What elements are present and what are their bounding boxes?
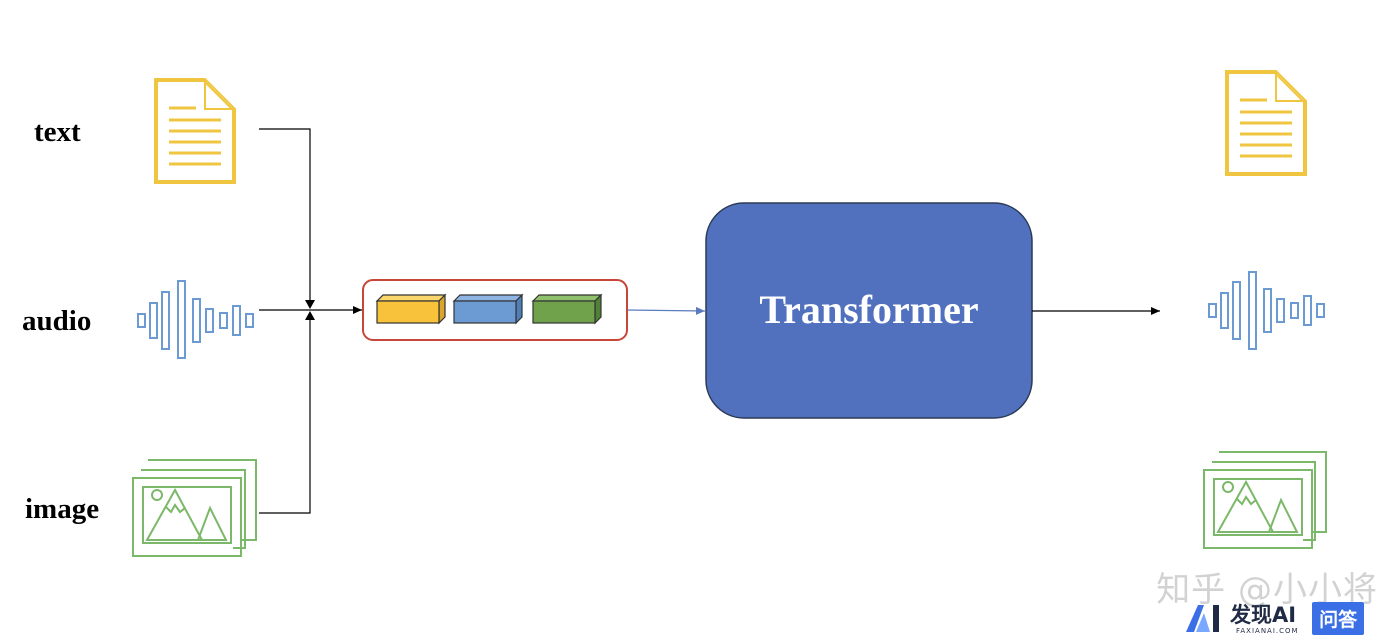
token-block-blue	[452, 293, 524, 325]
output-image-gallery-icon	[1203, 451, 1327, 549]
badge-brand-text: 发现AI	[1230, 602, 1297, 627]
token-block-green	[531, 293, 603, 325]
badge-subtext: FAXIANAI.COM	[1236, 627, 1299, 635]
token-container	[362, 279, 628, 341]
text-document-icon	[154, 78, 236, 184]
site-badge: 发现AI FAXIANAI.COM 问答	[1184, 600, 1365, 636]
audio-waveform-icon	[137, 280, 254, 359]
badge-tag: 问答	[1312, 601, 1365, 635]
output-audio-waveform-icon	[1208, 271, 1325, 350]
transformer-label: Transformer	[759, 287, 978, 332]
tokens-to-transformer-arrow	[627, 306, 706, 315]
audio-input-label: audio	[22, 305, 92, 337]
text-input-label: text	[34, 116, 81, 148]
output-text-document-icon	[1225, 70, 1307, 176]
merge-arrow-up	[305, 311, 315, 320]
token-block-yellow	[375, 293, 447, 325]
merge-arrow-down	[305, 300, 315, 309]
input-connectors	[259, 128, 362, 514]
image-input-label: image	[25, 493, 100, 525]
ai-logo-icon	[1186, 605, 1219, 632]
image-gallery-icon	[132, 459, 257, 557]
